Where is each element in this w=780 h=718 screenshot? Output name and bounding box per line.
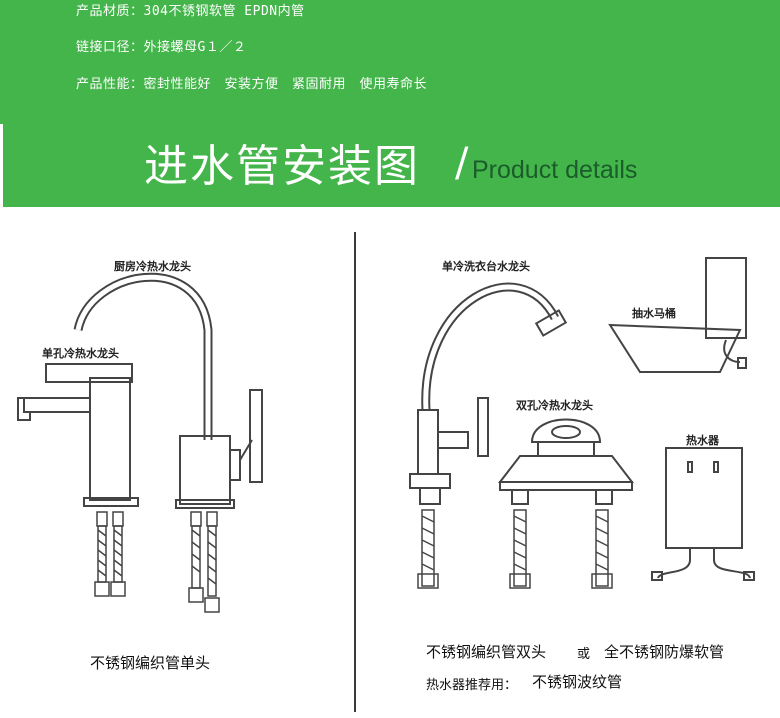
label-water-heater: 热水器 bbox=[686, 434, 719, 447]
single-head-hose-icon bbox=[94, 511, 220, 613]
title-slash: / bbox=[455, 140, 469, 186]
page-title: 进水管安装图 bbox=[144, 141, 420, 192]
label-dual-hole-faucet: 双孔冷热水龙头 bbox=[516, 399, 593, 412]
caption-right-line2-value: 不锈钢波纹管 bbox=[532, 673, 623, 691]
label-single-hole-faucet: 单孔冷热水龙头 bbox=[42, 347, 119, 360]
double-head-hose-icon bbox=[417, 509, 613, 589]
label-basin-faucet: 单冷洗衣台水龙头 bbox=[442, 260, 530, 273]
caption-right-line2-prefix: 热水器推荐用： bbox=[426, 678, 518, 693]
panel-divider bbox=[354, 232, 356, 712]
spec-performance: 产品性能：密封性能好 安装方便 紧固耐用 使用寿命长 bbox=[76, 77, 428, 92]
caption-right-b: 全不锈钢防爆软管 bbox=[604, 643, 725, 661]
kitchen-faucet-icon bbox=[73, 272, 263, 509]
spec-thread: 链接口径：外接螺母G１／２ bbox=[76, 40, 247, 55]
label-toilet: 抽水马桶 bbox=[632, 307, 676, 320]
header-banner: 产品材质：304不锈钢软管 EPDN内管 链接口径：外接螺母G１／２ 产品性能：… bbox=[0, 0, 780, 207]
single-hole-faucet-icon bbox=[17, 363, 139, 507]
caption-left: 不锈钢编织管单头 bbox=[90, 654, 211, 672]
header-stripe bbox=[0, 124, 3, 207]
page-subtitle: Product details bbox=[472, 156, 638, 184]
basin-faucet-icon bbox=[409, 282, 568, 505]
toilet-icon bbox=[608, 257, 747, 373]
label-kitchen-faucet: 厨房冷热水龙头 bbox=[114, 260, 191, 273]
dual-hole-faucet-icon bbox=[497, 418, 635, 505]
water-heater-icon bbox=[651, 447, 755, 581]
spec-material: 产品材质：304不锈钢软管 EPDN内管 bbox=[76, 4, 305, 19]
caption-right-a: 不锈钢编织管双头 bbox=[426, 643, 547, 661]
caption-right-or: 或 bbox=[577, 647, 591, 662]
